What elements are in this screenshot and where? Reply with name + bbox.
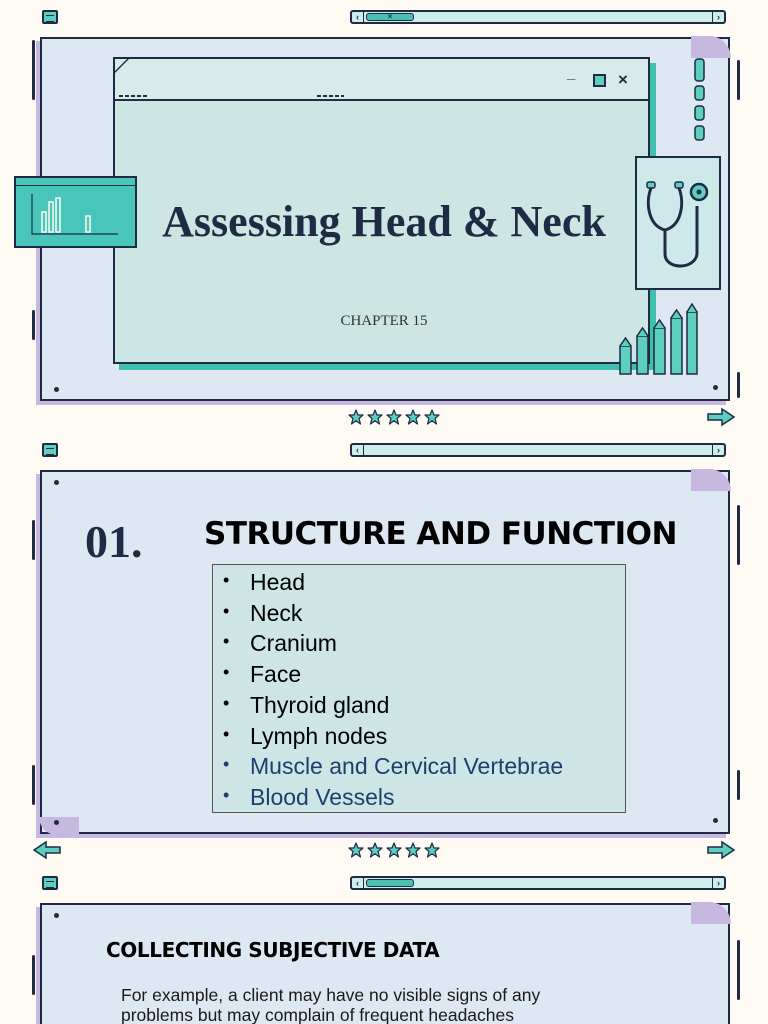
minimize-button[interactable]: _	[567, 65, 576, 82]
star-icon	[405, 409, 421, 430]
frame-tick	[737, 60, 740, 100]
slide-3-frame	[40, 902, 731, 1024]
frame-tick	[737, 505, 740, 565]
frame-corner-decoration	[39, 817, 79, 835]
growth-bars-decoration	[619, 302, 698, 375]
frame-dot	[54, 480, 59, 485]
title-window-titlebar: _ ×	[115, 59, 648, 101]
body-paragraph: For example, a client may have no visibl…	[121, 985, 541, 1024]
frame-dot	[713, 385, 718, 390]
bar-chart-card	[14, 176, 137, 248]
list-item: Neck	[221, 596, 625, 629]
star-icon	[348, 842, 364, 863]
star-icon	[386, 409, 402, 430]
scroll-right-arrow[interactable]: ›	[712, 445, 724, 455]
slide-1-scrollbar[interactable]: ‹ × ›	[350, 10, 726, 24]
frame-tick	[32, 520, 35, 560]
arrow-right-icon[interactable]	[706, 407, 736, 427]
topic-list: Head Neck Cranium Face Thyroid gland Lym…	[213, 565, 625, 813]
list-item: Blood Vessels	[221, 780, 625, 813]
stethoscope-card	[635, 156, 721, 290]
star-icon	[367, 842, 383, 863]
stethoscope-icon	[646, 181, 709, 268]
list-item: Thyroid gland	[221, 688, 625, 721]
frame-corner-decoration	[691, 902, 731, 924]
star-icon	[367, 409, 383, 430]
list-item: Muscle and Cervical Vertebrae	[221, 749, 625, 782]
frame-tick	[32, 310, 35, 340]
section-number: 01.	[85, 516, 143, 567]
frame-dot	[54, 387, 59, 392]
scroll-right-arrow[interactable]: ›	[712, 878, 724, 888]
frame-tick	[737, 372, 740, 398]
scroll-left-arrow[interactable]: ‹	[352, 12, 364, 22]
list-item: Cranium	[221, 626, 625, 659]
side-indicator-pills	[694, 58, 705, 141]
slide-2-pagination	[348, 842, 440, 863]
frame-tick	[737, 940, 740, 1000]
frame-tick	[32, 955, 35, 995]
scroll-left-arrow[interactable]: ‹	[352, 445, 364, 455]
arrow-left-icon[interactable]	[32, 840, 62, 860]
list-item: Head	[221, 565, 625, 598]
bar-chart-icon	[31, 194, 118, 235]
slide-1-pagination	[348, 409, 440, 430]
section-heading: COLLECTING SUBJECTIVE DATA	[106, 938, 440, 962]
frame-tick	[32, 765, 35, 805]
star-icon	[348, 409, 364, 430]
slide-title: Assessing Head & Neck	[162, 197, 606, 246]
chart-card-header	[16, 178, 135, 186]
list-item: Lymph nodes	[221, 719, 625, 752]
star-icon	[424, 842, 440, 863]
star-icon	[424, 409, 440, 430]
star-icon	[386, 842, 402, 863]
section-heading: STRUCTURE AND FUNCTION	[204, 516, 677, 552]
topic-list-box: Head Neck Cranium Face Thyroid gland Lym…	[212, 564, 626, 813]
frame-dot	[713, 818, 718, 823]
close-button[interactable]: ×	[618, 70, 628, 89]
scroll-left-arrow[interactable]: ‹	[352, 878, 364, 888]
frame-dot	[54, 820, 59, 825]
frame-tick	[737, 770, 740, 800]
menu-icon[interactable]	[42, 876, 58, 890]
menu-icon[interactable]	[42, 443, 58, 457]
frame-corner-decoration	[691, 36, 731, 58]
scroll-thumb[interactable]	[366, 879, 414, 887]
list-item: Face	[221, 657, 625, 690]
arrow-right-icon[interactable]	[706, 840, 736, 860]
frame-dot	[54, 913, 59, 918]
titlebar-hatch-marks	[119, 95, 344, 97]
scroll-right-arrow[interactable]: ›	[712, 12, 724, 22]
scroll-close-glyph: ×	[387, 12, 393, 21]
chapter-label: CHAPTER 15	[340, 313, 428, 329]
slide-3-scrollbar[interactable]: ‹ ›	[350, 876, 726, 890]
menu-icon[interactable]	[42, 10, 58, 24]
maximize-button[interactable]	[593, 74, 606, 87]
frame-corner-decoration	[691, 469, 731, 491]
title-window: _ ×	[101, 57, 650, 364]
star-icon	[405, 842, 421, 863]
scroll-thumb[interactable]: ×	[366, 13, 414, 21]
frame-tick	[32, 40, 35, 100]
slide-2-scrollbar[interactable]: ‹ ›	[350, 443, 726, 457]
